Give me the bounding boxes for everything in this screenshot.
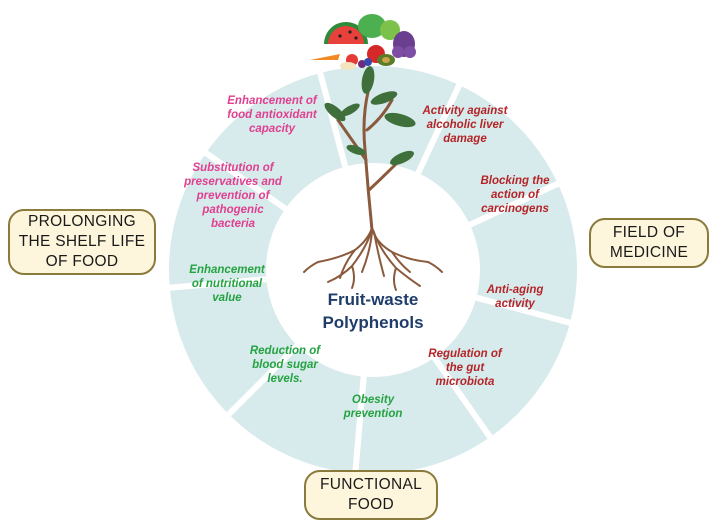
segment-label-line: bacteria	[211, 218, 256, 230]
segment-label-line: blood sugar	[252, 359, 318, 371]
plant-with-roots-icon	[303, 66, 443, 291]
segment-label-line: Reduction of	[250, 345, 321, 357]
segment-label: Regulation of the gut microbiota	[428, 348, 503, 388]
functional-food-box: FUNCTIONAL FOOD	[304, 470, 438, 520]
segment-label: Substitution of preservatives and preventi…	[183, 162, 283, 230]
segment-label-line: of nutritional	[192, 278, 263, 290]
segment-label-line: pathogenic	[201, 204, 264, 216]
segment-label: Anti-aging activity	[486, 284, 544, 310]
segment-label-line: Enhancement	[189, 264, 266, 276]
segment-label-line: Enhancement of	[227, 95, 318, 107]
segment-label-line: carcinogens	[481, 203, 549, 215]
segment-label-line: microbiota	[436, 376, 495, 388]
segment-label-line: Blocking the	[480, 175, 550, 187]
fruit-vegetable-cluster-icon	[310, 14, 416, 70]
segment-label-line: Regulation of	[428, 348, 503, 360]
segment-label: Activity against alcoholic liver damage	[422, 105, 509, 145]
segment-label: Enhancement of food antioxidant capacity	[227, 95, 318, 135]
segment-label-line: prevention of	[196, 190, 271, 202]
segment-label-line: food antioxidant	[227, 109, 318, 121]
segment-label: Reduction of blood sugar levels.	[250, 345, 321, 385]
prolonging-shelf-life-box: PROLONGING THE SHELF LIFE OF FOOD	[8, 209, 156, 275]
segment-label-line: damage	[443, 133, 487, 145]
segment-label-line: Obesity	[352, 394, 395, 406]
segment-label-line: action of	[491, 189, 540, 201]
segment-label-line: Anti-aging	[486, 284, 544, 296]
segment-label: Obesity prevention	[343, 394, 403, 420]
segment-label-line: Substitution of	[192, 162, 274, 174]
segment-ring	[163, 60, 583, 480]
segment-label-line: the gut	[446, 362, 485, 374]
field-of-medicine-box: FIELD OF MEDICINE	[589, 218, 709, 268]
segment-label-line: Activity against	[422, 105, 509, 117]
segment-label-line: activity	[495, 298, 535, 310]
segment-label-line: capacity	[249, 123, 296, 135]
center-disc	[269, 166, 477, 374]
segment-label-line: value	[212, 292, 242, 304]
segment-label-line: preservatives and	[183, 176, 283, 188]
center-title-line-1: Fruit-waste	[328, 290, 419, 309]
segment-label-line: alcoholic liver	[427, 119, 504, 131]
segment-label: Enhancement of nutritional value	[189, 264, 266, 304]
center-title-line-2: Polyphenols	[322, 313, 423, 332]
segment-label-line: prevention	[343, 408, 403, 420]
segment-labels: Enhancement of food antioxidant capacity Ac…	[183, 95, 550, 420]
segment-label-line: levels.	[267, 373, 302, 385]
segment-label: Blocking the action of carcinogens	[480, 175, 550, 215]
